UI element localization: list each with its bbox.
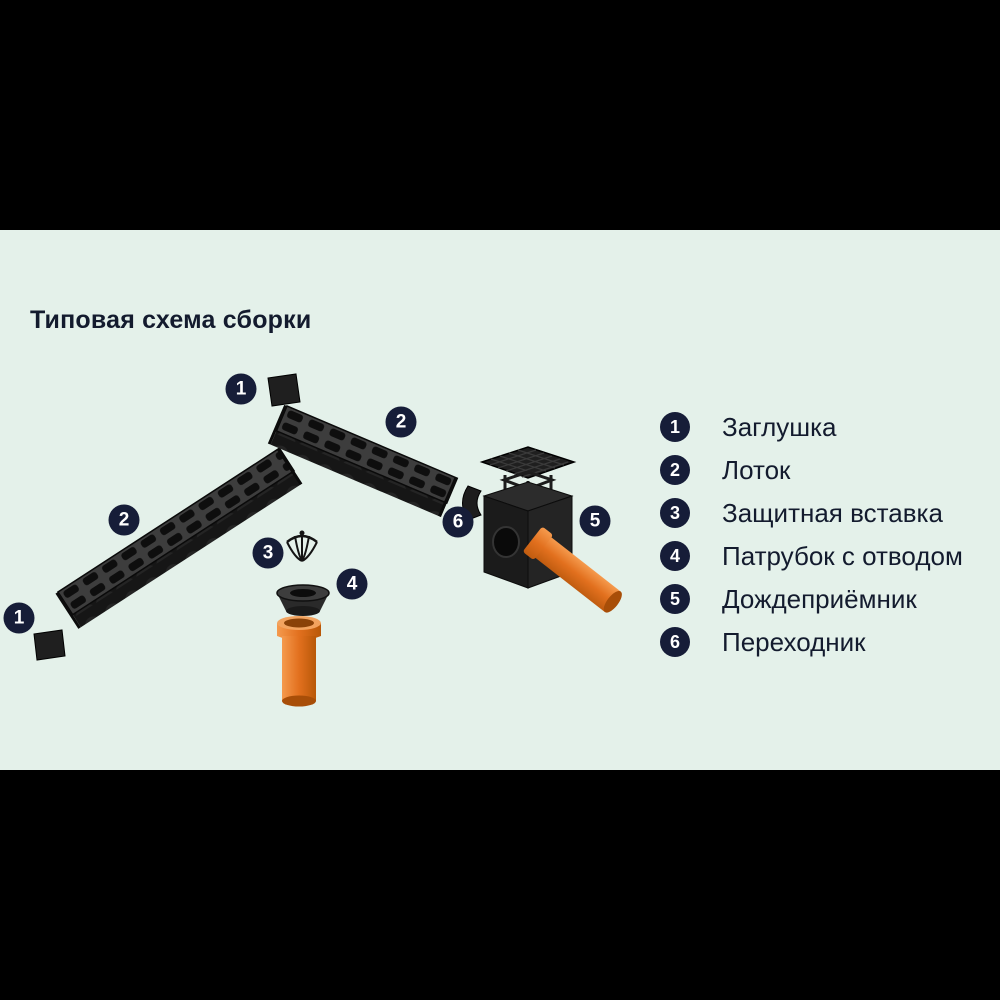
rain-inlet xyxy=(479,446,622,613)
legend-label: Патрубок с отводом xyxy=(722,540,963,571)
part-badge-2-left: 2 xyxy=(108,504,140,536)
channel-grate-upper xyxy=(267,404,459,517)
outlet-funnel xyxy=(276,584,330,616)
legend-item-3: 3 Защитная вставка xyxy=(660,498,963,528)
part-badge-2-upper: 2 xyxy=(385,406,417,438)
legend-item-6: 6 Переходник xyxy=(660,627,963,657)
legend-number-badge: 2 xyxy=(660,455,690,485)
part-badge-4: 4 xyxy=(336,568,368,600)
part-badge-6: 6 xyxy=(442,506,474,538)
legend-item-5: 5 Дождеприёмник xyxy=(660,584,963,614)
protective-insert xyxy=(286,530,318,562)
legend-item-2: 2 Лоток xyxy=(660,455,963,485)
assembly-diagram xyxy=(33,373,622,707)
part-badge-1: 1 xyxy=(225,373,257,405)
legend-number-badge: 5 xyxy=(660,584,690,614)
end-cap-top xyxy=(267,373,301,407)
legend-label: Переходник xyxy=(722,626,866,657)
legend-item-1: 1 Заглушка xyxy=(660,412,963,442)
legend-label: Защитная вставка xyxy=(722,497,943,528)
legend-label: Заглушка xyxy=(722,411,837,442)
infographic-panel: Типовая схема сборки xyxy=(0,230,1000,770)
channel-grate-left xyxy=(55,447,303,629)
legend: 1 Заглушка 2 Лоток 3 Защитная вставка 4 … xyxy=(660,412,963,657)
legend-label: Дождеприёмник xyxy=(722,583,917,614)
legend-label: Лоток xyxy=(722,454,791,485)
end-cap-bottom xyxy=(33,629,66,661)
page-title: Типовая схема сборки xyxy=(30,306,312,334)
legend-number-badge: 6 xyxy=(660,627,690,657)
part-badge-5: 5 xyxy=(579,505,611,537)
part-badge-1-bottom: 1 xyxy=(3,602,35,634)
legend-item-4: 4 Патрубок с отводом xyxy=(660,541,963,571)
part-badge-3: 3 xyxy=(252,537,284,569)
legend-number-badge: 4 xyxy=(660,541,690,571)
pipe-vertical xyxy=(277,616,321,707)
legend-number-badge: 3 xyxy=(660,498,690,528)
legend-number-badge: 1 xyxy=(660,412,690,442)
